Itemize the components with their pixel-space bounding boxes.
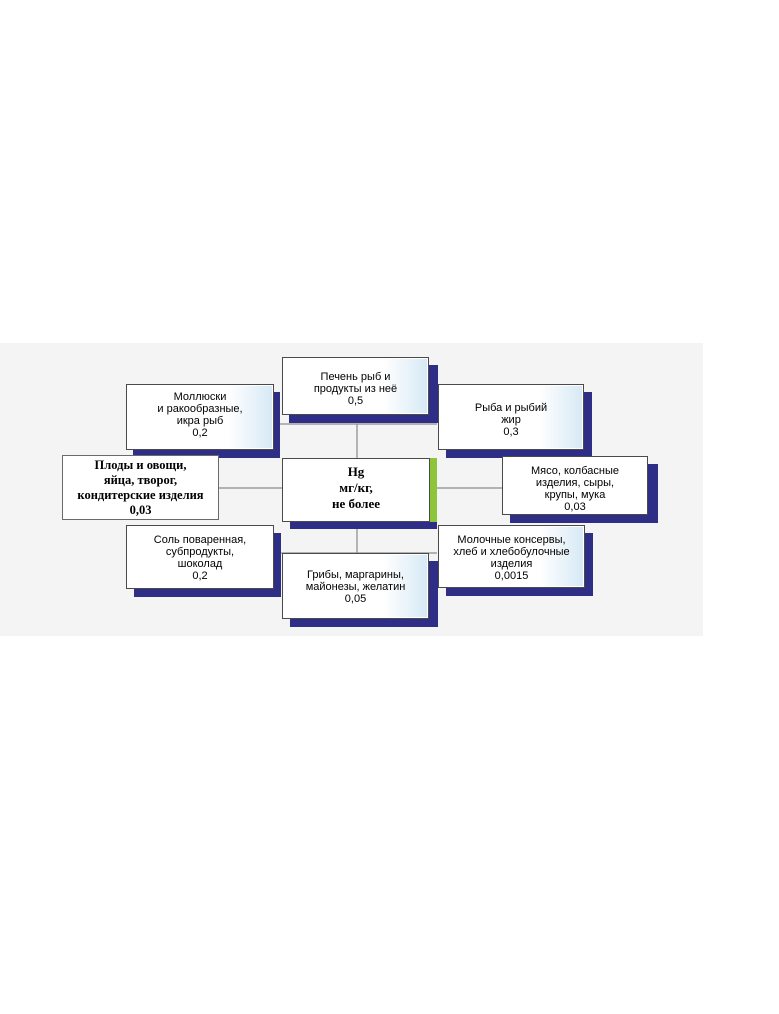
- box-gradient: [539, 527, 583, 586]
- box-fruits-vegetables: Плоды и овощи, яйца, творог, кондитерски…: [62, 455, 219, 520]
- box-mushrooms: Грибы, маргарины, майонезы, желатин 0,05: [282, 553, 429, 619]
- box-text-line: Плоды и овощи,: [94, 458, 187, 472]
- box-value: 0,5: [347, 395, 364, 407]
- box-text-line: крупы, мука: [544, 489, 606, 501]
- box-value: 0,0015: [494, 570, 529, 582]
- box-text-line: жир: [501, 414, 521, 426]
- box-text-line: продукты из неё: [313, 383, 398, 395]
- box-value: 0,3: [503, 426, 519, 438]
- box-text-line: и ракообразные,: [157, 403, 243, 415]
- box-text-line: икра рыб: [176, 415, 224, 427]
- box-text-line: субпродукты,: [165, 546, 235, 558]
- box-gradient: [538, 386, 582, 448]
- box-text-line: Мясо, колбасные: [531, 465, 619, 477]
- center-title: Hg: [347, 464, 365, 479]
- box-text-line: яйца, творог,: [103, 473, 178, 487]
- box-molluscs: Моллюски и ракообразные, икра рыб 0,2: [126, 384, 274, 450]
- box-text-line: Печень рыб и: [320, 371, 391, 383]
- box-text-line: Моллюски: [173, 391, 227, 403]
- box-text-line: Грибы, маргарины,: [307, 569, 404, 581]
- box-text-line: изделия, сыры,: [535, 477, 615, 489]
- box-text-line: шоколад: [177, 558, 223, 570]
- box-value: 0,03: [564, 501, 586, 513]
- box-text-line: кондитерские изделия: [77, 488, 204, 502]
- box-text-line: Рыба и рыбий: [474, 402, 548, 414]
- box-text-line: майонезы, желатин: [305, 581, 406, 593]
- box-gradient: [383, 359, 427, 413]
- box-salt: Соль поваренная, субпродукты, шоколад 0,…: [126, 525, 274, 589]
- box-value: 0,03: [129, 503, 152, 517]
- box-dairy-bread: Молочные консервы, хлеб и хлебобулочные …: [438, 525, 585, 588]
- box-text-line: хлеб и хлебобулочные: [453, 546, 570, 558]
- box-fish-oil: Рыба и рыбий жир 0,3: [438, 384, 584, 450]
- box-meat: Мясо, колбасные изделия, сыры, крупы, му…: [502, 456, 648, 515]
- box-text-line: Соль поваренная,: [153, 534, 247, 546]
- center-accent-bar: [429, 458, 437, 522]
- box-gradient: [228, 386, 272, 448]
- box-text-line: Молочные консервы,: [457, 534, 566, 546]
- center-note: не более: [331, 496, 380, 511]
- box-text-line: изделия: [490, 558, 533, 570]
- box-value: 0,2: [192, 427, 208, 439]
- box-value: 0,2: [192, 570, 208, 582]
- center-box: Hg мг/кг, не более: [282, 458, 430, 522]
- box-value: 0,05: [344, 593, 367, 605]
- center-unit: мг/кг,: [339, 480, 373, 495]
- box-liver-fish: Печень рыб и продукты из неё 0,5: [282, 357, 429, 415]
- box-gradient: [383, 555, 427, 617]
